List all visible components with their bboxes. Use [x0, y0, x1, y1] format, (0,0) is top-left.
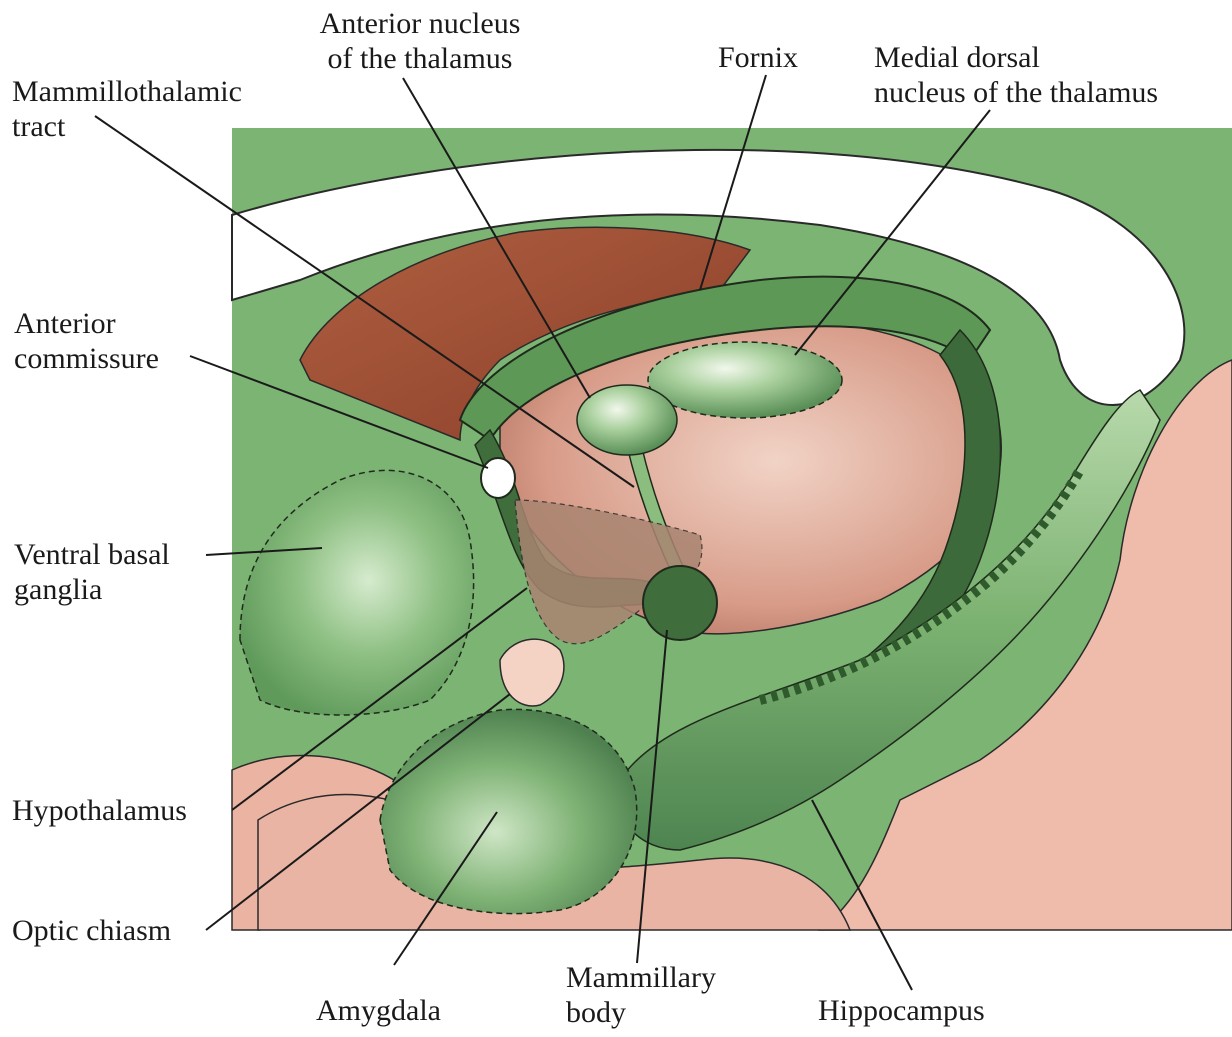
label-anterior-commissure-line1: Anterior [14, 306, 159, 341]
label-mammillothalamic-line1: Mammillothalamic [12, 74, 242, 109]
label-ventral-basal-line1: Ventral basal [14, 537, 170, 572]
label-anterior-nucleus: Anterior nucleus of the thalamus [290, 6, 550, 76]
label-ventral-basal-line2: ganglia [14, 572, 170, 607]
label-mammillary-body: Mammillary body [566, 960, 716, 1030]
label-ventral-basal-ganglia: Ventral basal ganglia [14, 537, 170, 607]
mammillary-body [643, 566, 717, 640]
label-mammillary-body-line2: body [566, 995, 716, 1030]
label-optic-chiasm-line1: Optic chiasm [12, 913, 171, 948]
label-hippocampus: Hippocampus [818, 993, 985, 1028]
label-hippocampus-line1: Hippocampus [818, 993, 985, 1028]
label-mammillothalamic-line2: tract [12, 109, 242, 144]
label-fornix: Fornix [718, 40, 798, 75]
label-hypothalamus-line1: Hypothalamus [12, 793, 187, 828]
label-amygdala: Amygdala [316, 993, 441, 1028]
label-medial-dorsal-line2: nucleus of the thalamus [874, 75, 1158, 110]
label-amygdala-line1: Amygdala [316, 993, 441, 1028]
anterior-nucleus [577, 385, 677, 455]
label-medial-dorsal-line1: Medial dorsal [874, 40, 1158, 75]
label-fornix-line1: Fornix [718, 40, 798, 75]
label-hypothalamus: Hypothalamus [12, 793, 187, 828]
label-optic-chiasm: Optic chiasm [12, 913, 171, 948]
label-mammillary-body-line1: Mammillary [566, 960, 716, 995]
anterior-commissure [481, 458, 515, 498]
medial-dorsal-nucleus [648, 342, 842, 418]
label-anterior-commissure: Anterior commissure [14, 306, 159, 376]
label-anterior-nucleus-line2: of the thalamus [290, 41, 550, 76]
label-mammillothalamic: Mammillothalamic tract [12, 74, 242, 144]
label-anterior-nucleus-line1: Anterior nucleus [290, 6, 550, 41]
label-medial-dorsal: Medial dorsal nucleus of the thalamus [874, 40, 1158, 110]
label-anterior-commissure-line2: commissure [14, 341, 159, 376]
